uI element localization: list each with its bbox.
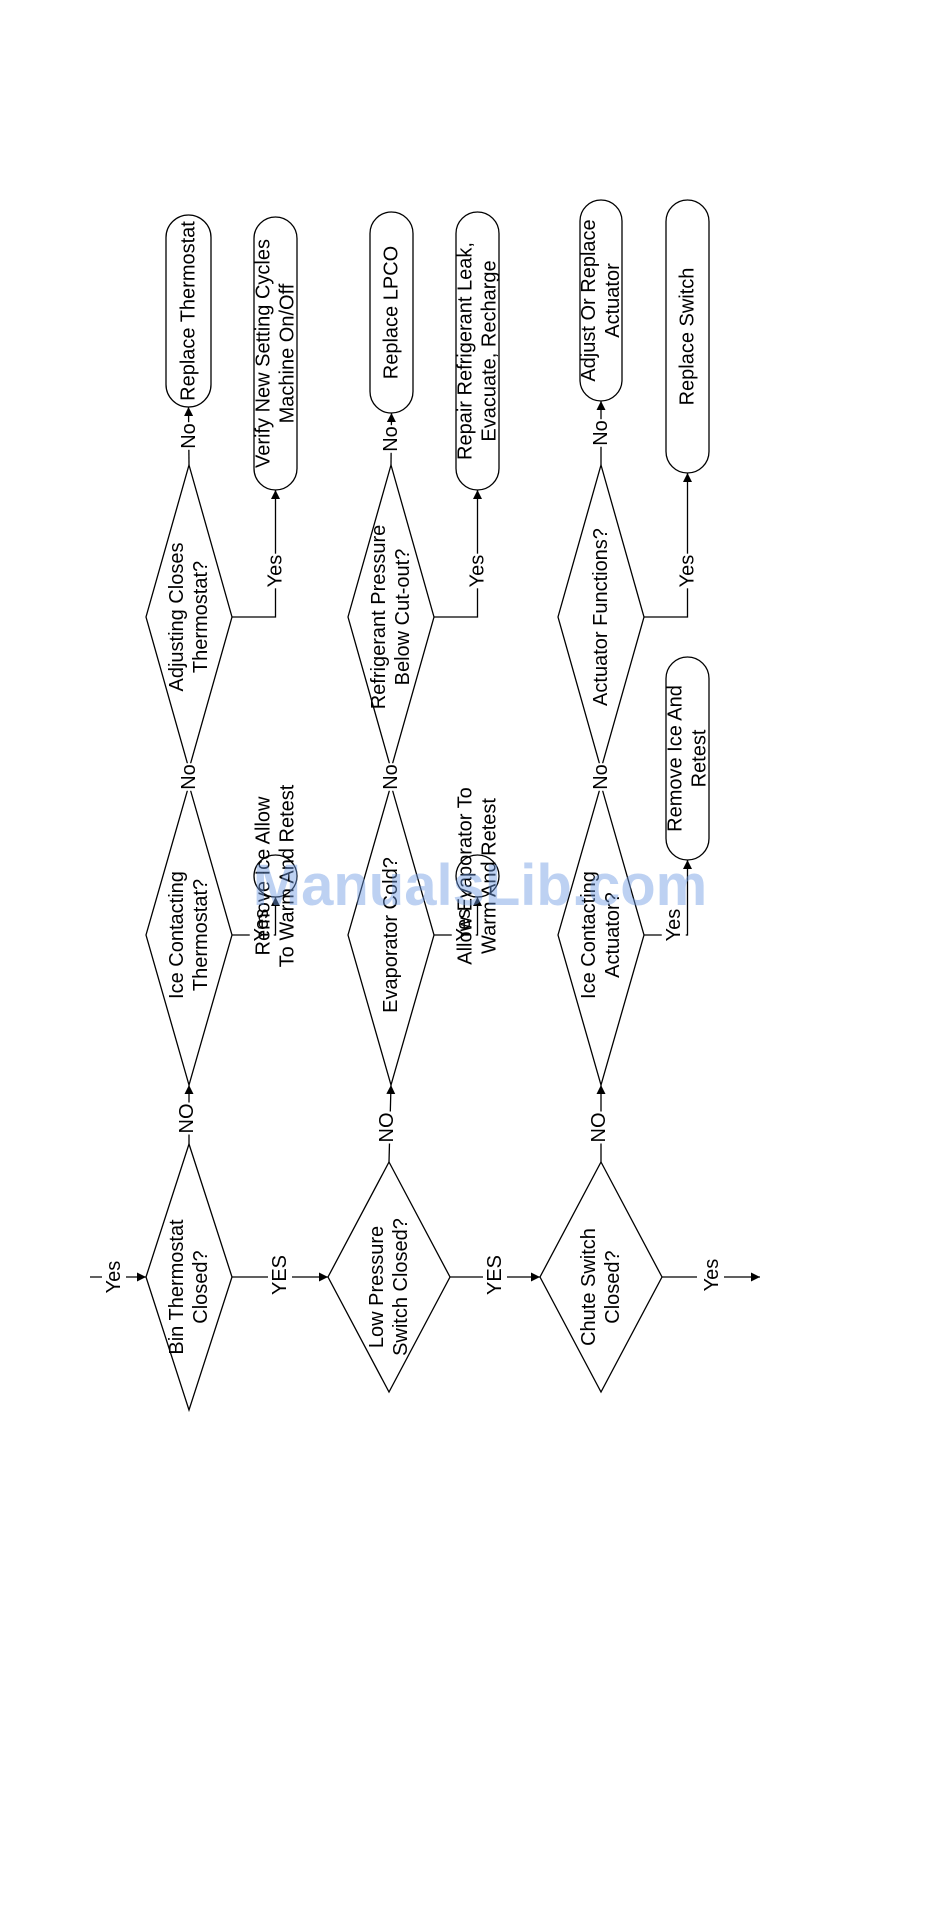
q2-text-row-2: Refrigerant Pressure <box>368 525 390 710</box>
q1-yes-action-row-3 <box>665 656 710 861</box>
q2-diamond-row-2 <box>347 462 435 772</box>
exit-yes-label: Yes <box>701 1259 723 1292</box>
q1-yes-label-row-2: Yes <box>453 909 475 942</box>
q2-no-action-text-row-3: Adjust Or Replace <box>578 219 600 381</box>
check-text-row-3: Closed? <box>602 1250 624 1323</box>
label-background <box>587 1111 611 1144</box>
check-text-row-1: Bin Thermostat <box>166 1219 188 1355</box>
q1-yes-line-row-1 <box>232 897 280 936</box>
q1-no-label-row-2: No <box>380 764 402 790</box>
check-text-row-2: Low Pressure <box>366 1226 388 1348</box>
q2-no-action-row-1 <box>165 214 212 408</box>
label-background <box>177 422 201 450</box>
q1-text-row-1: Ice Contacting <box>166 871 188 999</box>
q2-text-row-1: Thermostat? <box>190 561 212 673</box>
q1-yes-action-text-row-1: To Warm And Retest <box>277 784 299 967</box>
label-background <box>263 553 288 589</box>
q2-no-action-row-3 <box>579 199 623 402</box>
q2-no-label-row-3: No <box>590 420 612 446</box>
q2-no-action-text-row-2: Replace LPCO <box>381 246 403 379</box>
q2-no-action-text-row-1: Replace Thermostat <box>178 221 200 401</box>
q1-yes-action-row-1 <box>253 854 298 898</box>
q1-yes-action-text-row-1: Remove Ice Allow <box>253 796 275 956</box>
watermark: ManualsLib.com <box>253 853 707 918</box>
q2-yes-line-row-1 <box>232 490 280 618</box>
q2-text-row-2: Below Cut-out? <box>392 549 414 686</box>
q2-yes-action-text-row-2: Repair Refrigerant Leak, <box>455 242 477 460</box>
q2-no-action-text-row-3: Actuator <box>602 263 624 338</box>
q2-no-label-row-2: No <box>380 426 402 452</box>
q2-yes-action-row-3 <box>665 199 710 474</box>
q2-yes-line-row-2 <box>434 490 482 618</box>
check-diamond-row-2 <box>327 1160 451 1394</box>
label-background <box>661 907 686 943</box>
q1-text-row-1: Thermostat? <box>190 879 212 991</box>
q1-no-label-row-1: No <box>178 764 200 790</box>
q1-yes-line-row-2 <box>434 897 482 936</box>
q2-yes-action-text-row-1: Machine On/Off <box>277 283 299 423</box>
label-background <box>379 425 403 453</box>
check-text-row-3: Chute Switch <box>578 1228 600 1346</box>
q2-yes-action-row-1 <box>253 216 298 491</box>
q2-diamond-row-1 <box>145 462 233 772</box>
q2-text-row-1: Adjusting Closes <box>166 543 188 692</box>
q2-yes-line-row-3 <box>644 473 692 618</box>
q1-text-row-3: Actuator? <box>602 892 624 978</box>
q2-no-action-row-2 <box>369 211 414 414</box>
q1-diamond-row-2 <box>347 782 435 1088</box>
no-label-row-2: NO <box>376 1113 398 1143</box>
label-background <box>451 907 476 943</box>
label-background <box>102 1259 126 1295</box>
label-background <box>465 553 490 589</box>
q1-yes-action-text-row-2: Warm And Retest <box>479 798 501 954</box>
label-background <box>379 763 403 791</box>
label-background <box>177 763 201 791</box>
q2-yes-label-row-2: Yes <box>467 555 489 588</box>
check-text-row-1: Closed? <box>190 1250 212 1323</box>
label-background <box>375 1111 399 1144</box>
q2-yes-action-text-row-3: Replace Switch <box>677 268 699 406</box>
check-diamond-row-1 <box>145 1141 233 1413</box>
label-background <box>700 1257 724 1293</box>
q1-yes-action-text-row-3: Remove Ice And <box>665 685 687 832</box>
q1-yes-line-row-3 <box>644 860 692 936</box>
q2-yes-action-row-2 <box>455 211 500 491</box>
entry-yes-label: Yes <box>103 1261 125 1294</box>
q1-yes-action-text-row-3: Retest <box>689 729 711 787</box>
q2-yes-label-row-1: Yes <box>265 555 287 588</box>
q2-yes-action-text-row-1: Verify New Setting Cycles <box>253 239 275 468</box>
q1-yes-action-row-2 <box>455 854 500 898</box>
q1-yes-label-row-1: Yes <box>251 909 273 942</box>
q1-no-label-row-3: No <box>590 764 612 790</box>
flowchart-shapes <box>145 199 710 1413</box>
label-background <box>675 553 700 589</box>
label-background <box>483 1253 507 1297</box>
q1-text-row-2: Evaporator Cold? <box>380 857 402 1013</box>
no-label-row-1: NO <box>176 1104 198 1134</box>
check-diamond-row-3 <box>539 1160 663 1394</box>
q2-yes-action-text-row-2: Evacuate, Recharge <box>479 260 501 441</box>
q1-yes-action-text-row-2: Allow Evaporator To <box>455 787 477 965</box>
yes-label-row-2: YES <box>484 1255 506 1295</box>
q1-yes-label-row-3: Yes <box>663 909 685 942</box>
q2-yes-label-row-3: Yes <box>677 555 699 588</box>
q1-diamond-row-3 <box>557 782 645 1088</box>
check-text-row-2: Switch Closed? <box>390 1218 412 1356</box>
q1-text-row-3: Ice Contacting <box>578 871 600 999</box>
label-background <box>268 1253 292 1297</box>
yes-label-row-1: YES <box>269 1255 291 1295</box>
label-background <box>589 419 613 447</box>
q2-no-label-row-1: No <box>178 423 200 449</box>
label-background <box>175 1102 199 1135</box>
no-label-row-3: NO <box>588 1113 610 1143</box>
label-background <box>249 907 274 943</box>
label-background <box>589 763 613 791</box>
q1-diamond-row-1 <box>145 782 233 1088</box>
q2-text-row-3: Actuator Functions? <box>590 528 612 706</box>
